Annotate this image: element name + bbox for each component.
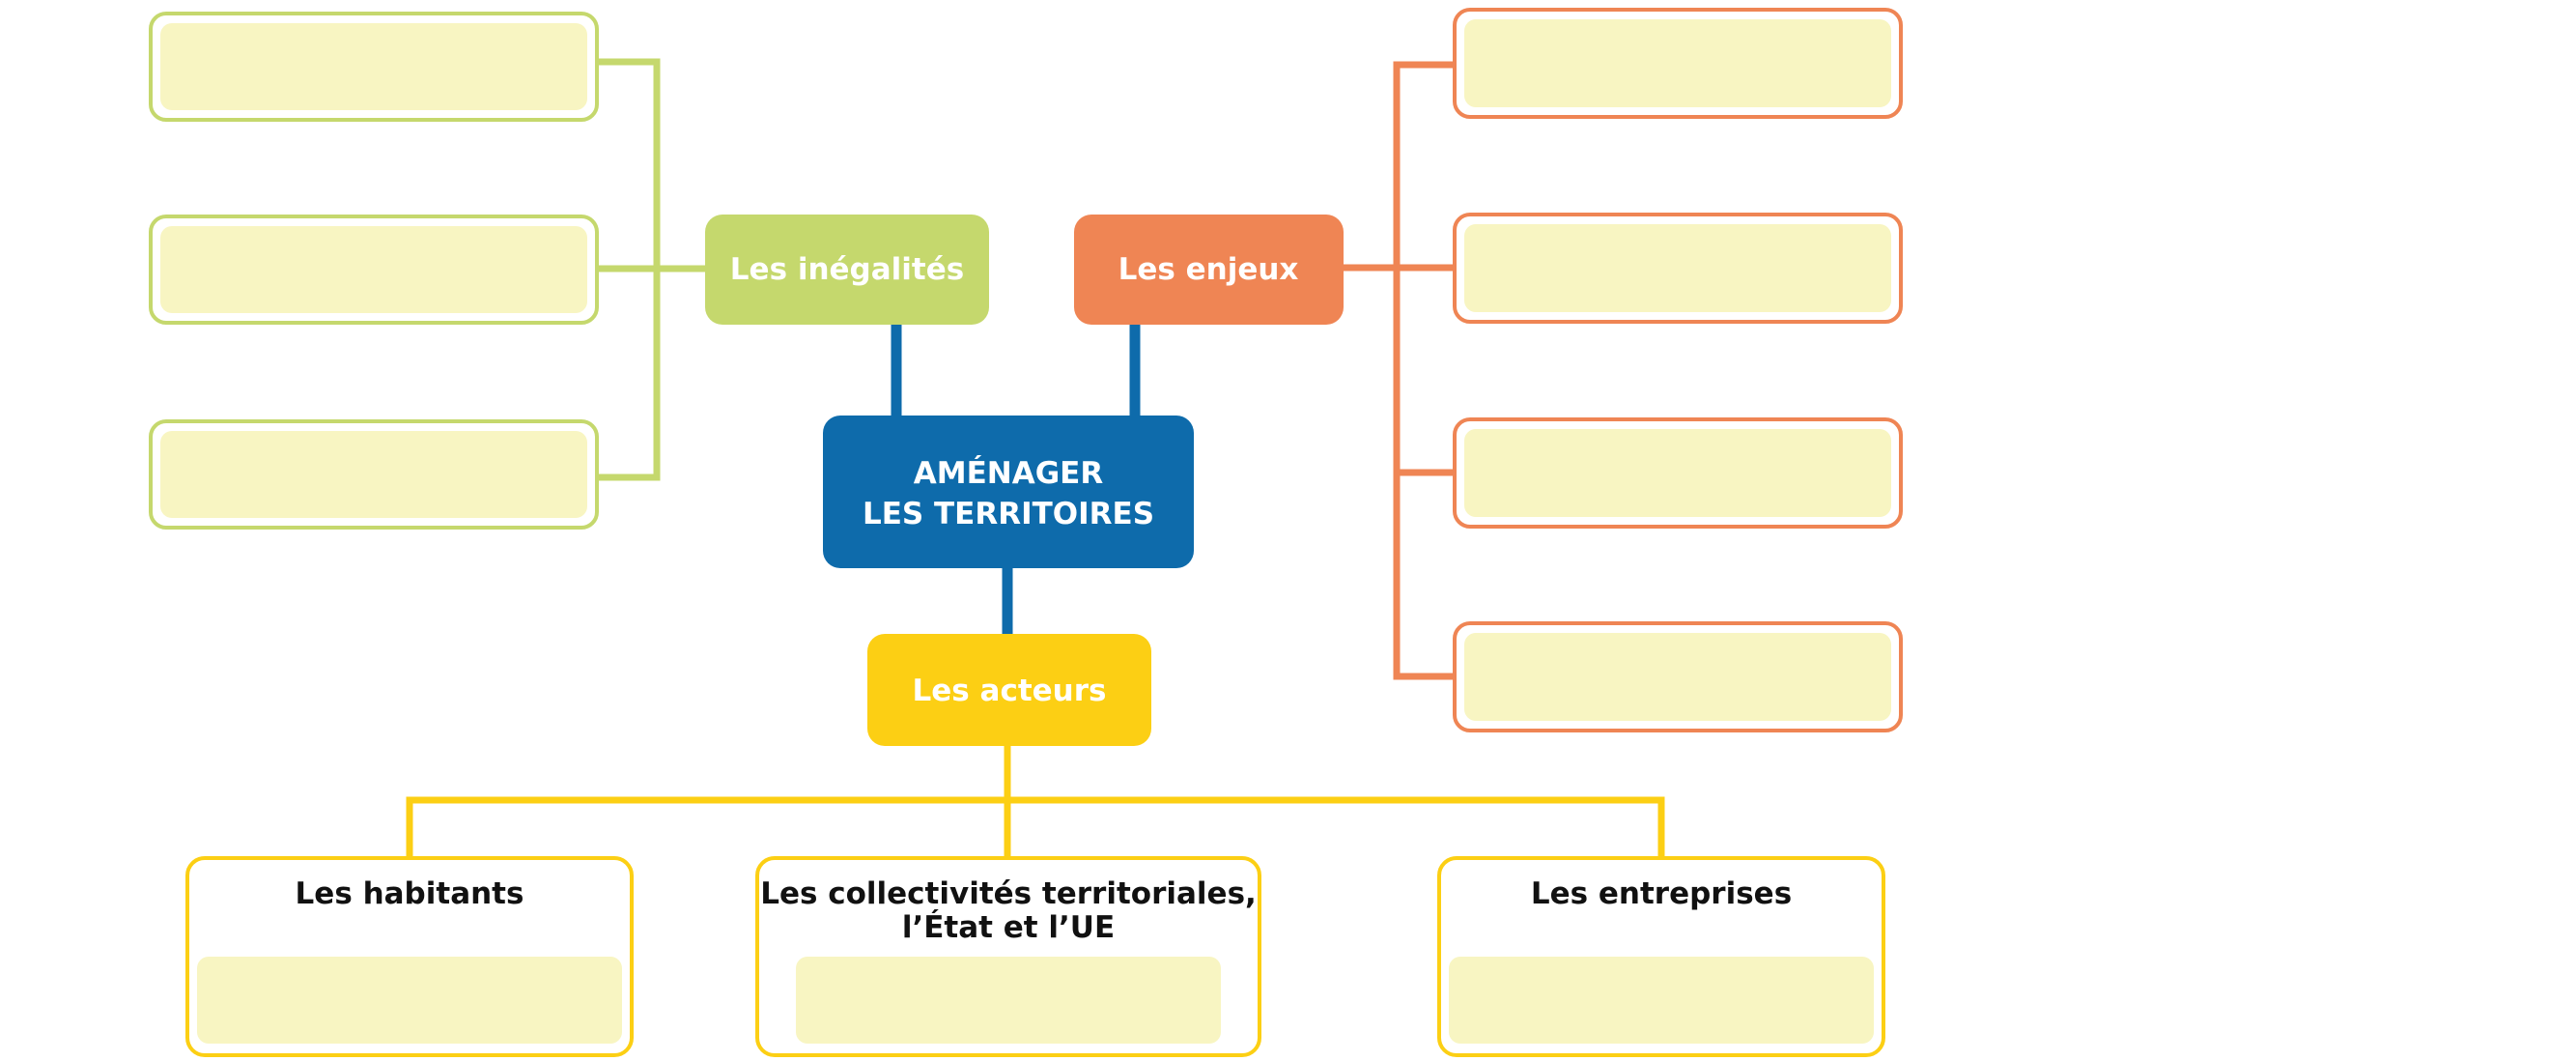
- answer-box-inegalites-2[interactable]: [149, 215, 599, 325]
- acteur-entreprises-title: Les entreprises: [1531, 876, 1792, 911]
- acteur-collectivites-title-line2: l’État et l’UE: [902, 910, 1115, 945]
- node-acteurs: Les acteurs: [867, 634, 1151, 746]
- answer-box-enjeux-3[interactable]: [1453, 417, 1903, 529]
- acteur-habitants-title: Les habitants: [296, 876, 524, 911]
- answer-box-enjeux-1[interactable]: [1453, 8, 1903, 119]
- connectors-enjeux: [1344, 61, 1455, 680]
- enjeux-answer-boxes: [1453, 8, 1903, 732]
- acteur-box-entreprises: Les entreprises: [1437, 856, 1885, 1057]
- answer-box-collectivites[interactable]: [796, 957, 1221, 1044]
- answer-box-enjeux-4[interactable]: [1453, 621, 1903, 732]
- bracket-enjeux: [1393, 61, 1455, 680]
- node-enjeux-label: Les enjeux: [1118, 252, 1299, 287]
- node-central: AMÉNAGER LES TERRITOIRES: [823, 416, 1194, 568]
- answer-box-entreprises[interactable]: [1449, 957, 1874, 1044]
- node-central-line1: AMÉNAGER: [914, 456, 1104, 491]
- acteur-collectivites-title-line1: Les collectivités territoriales,: [760, 876, 1257, 911]
- acteur-box-collectivites: Les collectivités territoriales, l’État …: [755, 856, 1261, 1057]
- connectors-acteurs: [406, 746, 1665, 860]
- node-central-line2: LES TERRITOIRES: [863, 497, 1154, 531]
- answer-box-habitants[interactable]: [197, 957, 622, 1044]
- connectors-inegalites: [597, 58, 705, 481]
- answer-box-inegalites-1[interactable]: [149, 12, 599, 122]
- node-inegalites: Les inégalités: [705, 215, 989, 325]
- answer-box-enjeux-2[interactable]: [1453, 213, 1903, 324]
- connectors-central: [891, 325, 1141, 634]
- node-enjeux: Les enjeux: [1074, 215, 1344, 325]
- inegalites-answer-boxes: [149, 12, 599, 530]
- bracket-acteurs: [406, 796, 1665, 860]
- answer-box-inegalites-3[interactable]: [149, 419, 599, 530]
- acteur-box-habitants: Les habitants: [185, 856, 634, 1057]
- node-acteurs-label: Les acteurs: [913, 674, 1107, 708]
- node-inegalites-label: Les inégalités: [730, 252, 964, 287]
